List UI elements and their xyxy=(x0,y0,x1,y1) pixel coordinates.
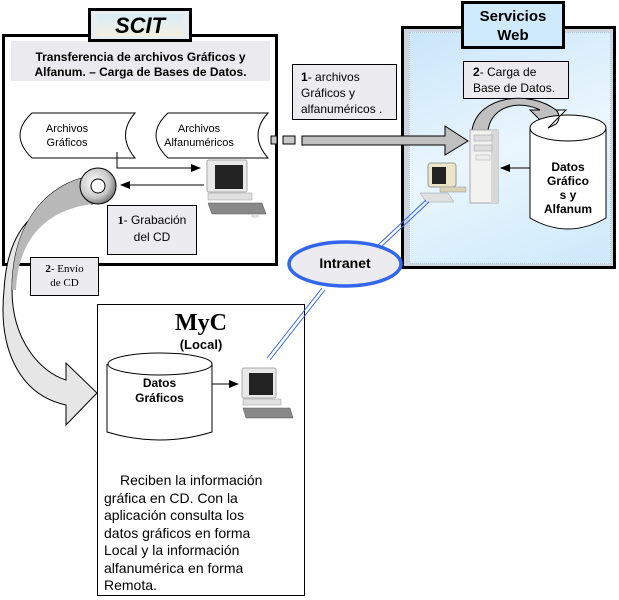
servicios-database-cylinder xyxy=(529,114,607,230)
intranet-cloud xyxy=(287,240,403,288)
file-graficos-shape xyxy=(19,112,137,159)
step2-envio-note: 2- Envío de CD xyxy=(30,257,99,296)
file-alfanumericos-shape xyxy=(155,112,270,159)
files-to-pc-arrow xyxy=(116,152,201,172)
intranet-label: Intranet xyxy=(319,255,371,271)
step2-carga-note: 2- Carga de Base de Datos. xyxy=(463,61,569,99)
myc-database-cylinder xyxy=(106,352,213,441)
file-graficos-label: Archivos Gráficos xyxy=(45,123,89,149)
transfer-dash-1 xyxy=(270,135,278,145)
scit-pc-icon xyxy=(206,159,267,218)
myc-db-label: Datos Gráficos xyxy=(135,376,184,405)
server-tower-icon xyxy=(469,129,499,204)
myc-description: Reciben la información gráfica en CD. Co… xyxy=(104,472,263,593)
scit-title: SCIT xyxy=(114,13,166,38)
intranet-link-web xyxy=(377,199,427,246)
step1-transfer-note: 1- archivos Gráficos y alfanuméricos . xyxy=(292,64,397,120)
myc-pc-icon xyxy=(241,367,294,419)
myc-subtitle: (Local) xyxy=(179,337,223,352)
file-alfanumericos-label: Archivos Alfanuméricos xyxy=(164,123,234,149)
scit-subtitle: Transferencia de archivos Gráficos y Alf… xyxy=(34,50,247,79)
servicios-web-title-box: Servicios Web xyxy=(461,1,565,49)
transfer-big-arrow xyxy=(301,125,469,156)
myc-title: MyC xyxy=(175,310,227,336)
transfer-dash-2 xyxy=(282,135,296,145)
scit-title-box: SCIT xyxy=(88,8,192,42)
servicios-db-label: Datos Gráfico s y Alfanum xyxy=(544,160,592,216)
scit-subtitle-box xyxy=(11,41,270,81)
step1-grabacion-note: 1- Grabación del CD xyxy=(107,205,197,255)
intranet-link-myc xyxy=(266,287,323,359)
myc-frame xyxy=(97,304,305,596)
web-client-pc-icon xyxy=(419,162,467,203)
